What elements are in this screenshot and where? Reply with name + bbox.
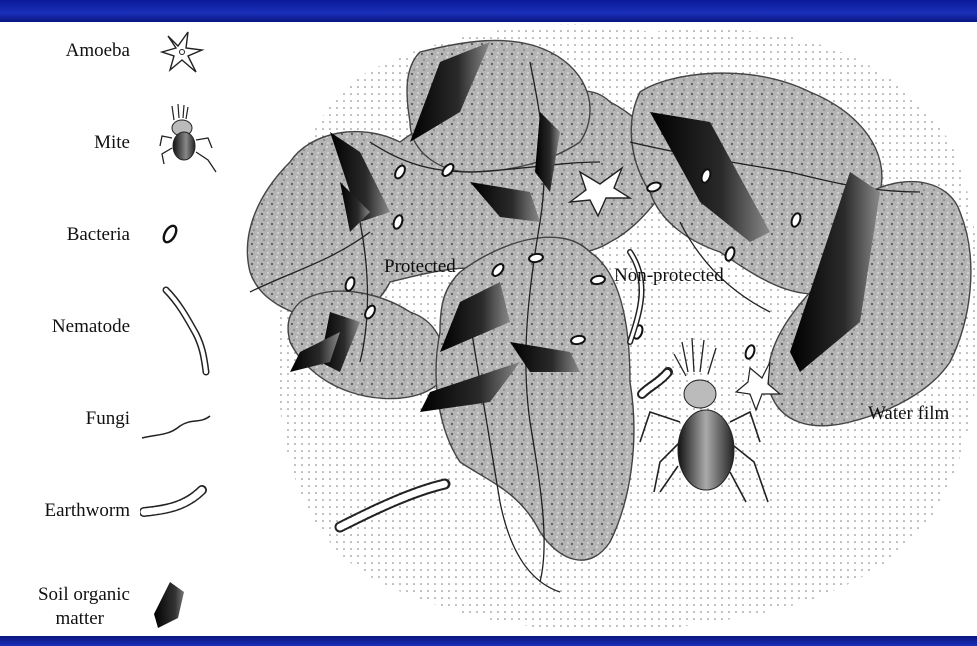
- legend-label-som-line2: matter: [55, 608, 104, 630]
- earthworm-icon: [140, 482, 210, 528]
- mite-icon: [158, 102, 228, 182]
- label-protected: Protected: [384, 256, 456, 278]
- fungi-icon: [138, 404, 218, 444]
- legend-label-nematode: Nematode: [52, 316, 130, 338]
- nematode-icon: [156, 282, 216, 382]
- legend-label-som-line1: Soil organic: [38, 584, 130, 606]
- legend-label-mite: Mite: [94, 132, 130, 154]
- bacteria-icon: [158, 220, 182, 248]
- legend-label-fungi: Fungi: [86, 408, 130, 430]
- label-non-protected: Non-protected: [614, 265, 724, 287]
- legend-label-bacteria: Bacteria: [67, 224, 130, 246]
- legend-label-earthworm: Earthworm: [45, 500, 130, 522]
- organic-matter-icon: [150, 578, 190, 634]
- label-water-film: Water film: [868, 403, 949, 425]
- footer-bar: [0, 636, 977, 646]
- amoeba-icon: [158, 28, 208, 78]
- header-bar: [0, 0, 977, 22]
- soil-aggregate-diagram: [230, 22, 977, 636]
- legend-label-amoeba: Amoeba: [66, 40, 130, 62]
- legend: Amoeba Mite Bacteria Nematode Fungi: [0, 22, 230, 636]
